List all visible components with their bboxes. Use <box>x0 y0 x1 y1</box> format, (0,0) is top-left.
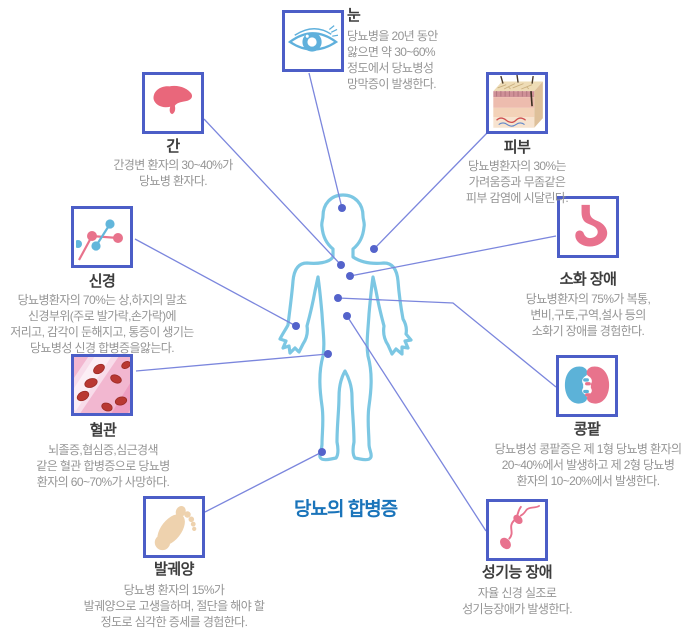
kidney-title: 콩팥 <box>573 421 601 438</box>
digestion-description: 당뇨병환자의 75%가 복통, 변비,구토,구역,설사 등의 소화기 장애를 경… <box>525 292 651 338</box>
liver-title: 간 <box>166 138 180 155</box>
line-vessel <box>135 353 329 372</box>
liver-icon <box>153 85 193 115</box>
kidney-description: 당뇨병성 콩팥증은 제 1형 당뇨병 환자의 20~40%에서 발생하고 제 2… <box>494 442 682 488</box>
line-kidney <box>337 297 557 388</box>
digestion-card-box <box>557 196 619 258</box>
kidney-icon <box>564 366 610 404</box>
dot-kidney <box>334 294 342 302</box>
dot-foot <box>318 448 326 456</box>
line-foot <box>204 451 323 513</box>
skin-title: 피부 <box>503 139 531 156</box>
vessel-title: 혈관 <box>89 422 117 439</box>
page-title: 당뇨의 합병증 <box>294 499 398 520</box>
digestion-title: 소화 장애 <box>559 271 617 288</box>
human-body-outline <box>278 193 413 462</box>
foot-description: 당뇨병 환자의 15%가 발궤양으로 고생을하며, 절단을 해야 할 정도로 심… <box>83 583 265 629</box>
eye-title: 눈 <box>347 7 361 24</box>
kidney-card-box <box>556 355 618 417</box>
body-dots <box>292 204 378 456</box>
liver-card-box <box>142 72 204 134</box>
dot-digestion <box>346 272 354 280</box>
eye-icon <box>288 25 338 52</box>
sex-card-box <box>486 499 548 561</box>
foot-icon <box>154 506 197 551</box>
skin-description: 당뇨병환자의 30%는 가려움증과 무좀같은 피부 감염에 시달린다. <box>465 159 569 205</box>
liver-description: 간경변 환자의 30~40%가 당뇨병 환자다. <box>113 158 233 188</box>
line-nerve <box>134 238 297 327</box>
dot-eye <box>338 204 346 212</box>
nerve-title: 신경 <box>88 273 116 290</box>
foot-card-box <box>143 496 205 558</box>
dot-nerve <box>292 322 300 330</box>
line-liver <box>203 118 342 266</box>
dot-skin <box>370 245 378 253</box>
vessel-card-box <box>71 354 133 416</box>
line-digestion <box>349 235 557 277</box>
eye-card-box <box>282 10 344 72</box>
nerve-icon <box>76 219 123 261</box>
line-eye <box>308 72 343 209</box>
line-skin <box>373 132 488 250</box>
nerve-card-box <box>71 206 133 268</box>
vessel-description: 뇌졸증,협심증,심근경색 같은 혈관 합병증으로 당뇨병 환자의 60~70%가… <box>36 443 170 489</box>
dot-sex <box>343 312 351 320</box>
nerve-description: 당뇨병환자의 70%는 상,하지의 말초 신경부위(주로 발가락,손가락)에 저… <box>10 293 194 355</box>
stomach-icon <box>575 204 608 247</box>
skin-icon <box>493 75 543 128</box>
connector-lines <box>134 72 557 532</box>
blood-vessel-icon <box>74 357 130 413</box>
sex-description: 자율 신경 실조로 성기능장애가 발생한다. <box>462 586 572 616</box>
sperm-icon <box>500 505 540 550</box>
skin-card-box <box>486 72 548 134</box>
line-sex <box>346 315 487 532</box>
eye-description: 당뇨병을 20년 동안 앓으면 약 30~60% 정도에서 당뇨병성 망막증이 … <box>347 29 438 91</box>
foot-title: 발궤양 <box>154 561 194 578</box>
dot-vessel <box>324 350 332 358</box>
sex-title: 성기능 장애 <box>481 564 553 581</box>
dot-liver <box>337 261 345 269</box>
